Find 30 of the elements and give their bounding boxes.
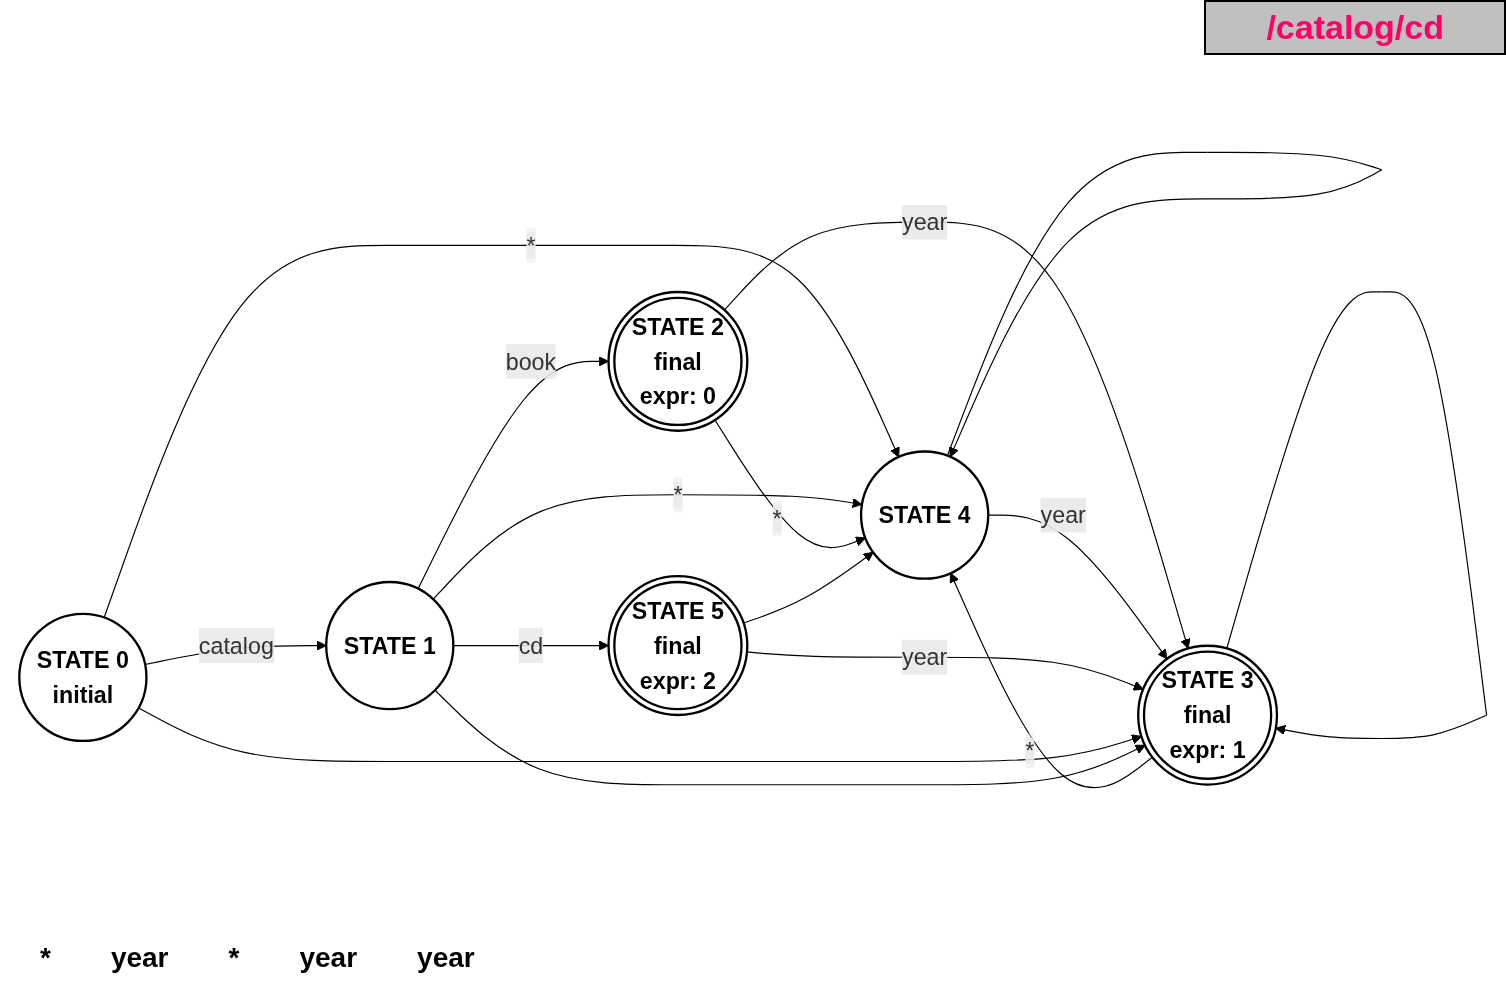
edge-label: year bbox=[1040, 502, 1086, 528]
edge-label: * bbox=[673, 481, 683, 508]
arrow bbox=[949, 572, 1154, 789]
edge-label: book bbox=[505, 348, 557, 375]
arrow bbox=[434, 689, 1146, 786]
arrow bbox=[746, 651, 1144, 691]
edge-label: year bbox=[902, 209, 948, 235]
loose-label: year bbox=[299, 942, 358, 974]
arrow bbox=[723, 221, 1191, 650]
title: /catalog/cd bbox=[1204, 0, 1506, 55]
node-circle: STATE 3 final expr: 1 bbox=[1137, 644, 1279, 786]
node-circle: STATE 1 bbox=[325, 580, 455, 711]
node-circle: STATE 5 final expr: 2 bbox=[607, 575, 749, 717]
edge-label: * bbox=[1025, 737, 1035, 764]
edge-label: * bbox=[526, 232, 536, 259]
edge-label: * bbox=[772, 505, 782, 532]
loose-label: year bbox=[417, 942, 475, 974]
node-circle: STATE 0 initial bbox=[18, 612, 148, 743]
loose-label: * bbox=[228, 942, 240, 974]
arrow bbox=[103, 244, 900, 619]
edge-label: catalog bbox=[198, 632, 274, 659]
node-circle: STATE 4 bbox=[859, 450, 990, 580]
arrow bbox=[417, 356, 609, 590]
loose-label: * bbox=[40, 942, 51, 974]
arrow bbox=[714, 419, 866, 549]
node-circle: STATE 2 final expr: 0 bbox=[607, 290, 749, 432]
arrow bbox=[432, 494, 863, 600]
loose-label: year bbox=[110, 942, 169, 974]
edge-label: cd bbox=[518, 632, 544, 659]
edge-label: year bbox=[902, 644, 948, 671]
